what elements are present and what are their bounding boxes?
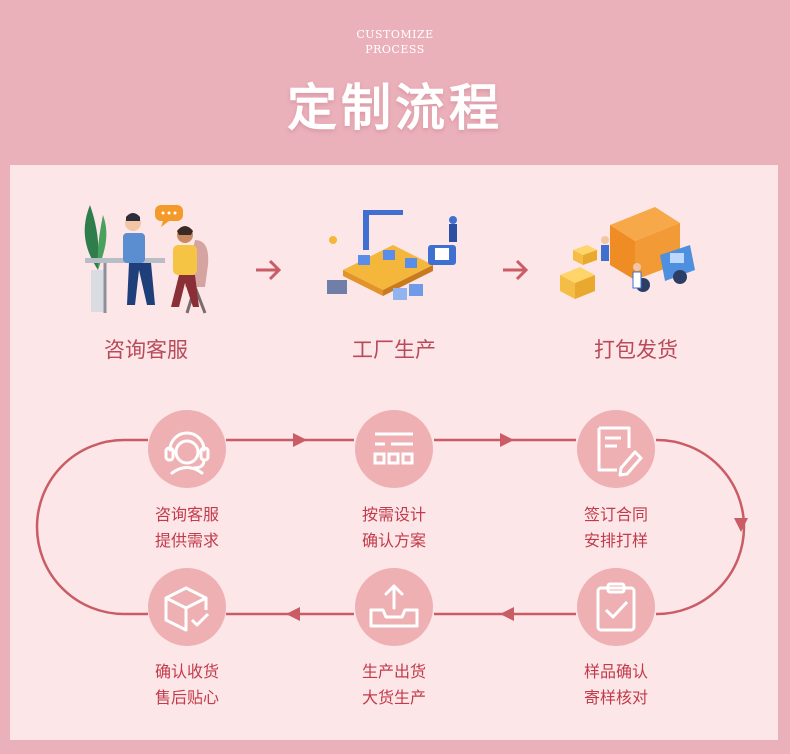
flow-step-caption: 样品确认 寄样核对 (546, 659, 686, 711)
flow-step-caption: 签订合同 安排打样 (546, 502, 686, 554)
flow-step-desc: 确认方案 (361, 531, 426, 550)
flow-step-caption: 咨询客服 提供需求 (117, 502, 257, 554)
flow-step-caption: 按需设计 确认方案 (324, 502, 464, 554)
flow-step-title: 咨询客服 (154, 505, 219, 524)
flow-step-desc: 售后贴心 (154, 688, 219, 707)
clipboard-check-icon (577, 568, 655, 646)
arrow-right-icon (256, 259, 282, 281)
arrow-right-icon (503, 259, 529, 281)
contract-sign-icon (577, 410, 655, 488)
box-check-icon (148, 568, 226, 646)
customer-service-meeting-illustration (84, 205, 209, 314)
layout-design-icon (355, 410, 433, 488)
top-step-label: 工厂生产 (352, 338, 436, 362)
subtitle-line2: PROCESS (365, 43, 425, 56)
flow-step-desc: 安排打样 (583, 531, 648, 550)
subtitle-line1: CUSTOMIZE (356, 28, 434, 41)
header: CUSTOMIZE PROCESS 定制流程 (0, 0, 790, 165)
page-title: 定制流程 (287, 79, 503, 137)
top-step-label: 咨询客服 (104, 338, 188, 362)
flow-step-title: 生产出货 (361, 662, 426, 681)
flow-step-desc: 大货生产 (361, 688, 426, 707)
flow-step-desc: 寄样核对 (583, 688, 648, 707)
flow-step-title: 签订合同 (583, 505, 648, 524)
inbox-upload-icon (355, 568, 433, 646)
top-step-label: 打包发货 (594, 338, 678, 362)
flow-step-title: 样品确认 (583, 662, 648, 681)
delivery-truck-illustration (560, 207, 695, 299)
factory-production-illustration (327, 210, 457, 300)
flow-step-caption: 生产出货 大货生产 (324, 659, 464, 711)
flow-step-desc: 提供需求 (154, 531, 219, 550)
flow-step-title: 按需设计 (361, 505, 426, 524)
headset-agent-icon (148, 410, 226, 488)
flow-step-title: 确认收货 (154, 662, 219, 681)
flow-step-caption: 确认收货 售后贴心 (117, 659, 257, 711)
